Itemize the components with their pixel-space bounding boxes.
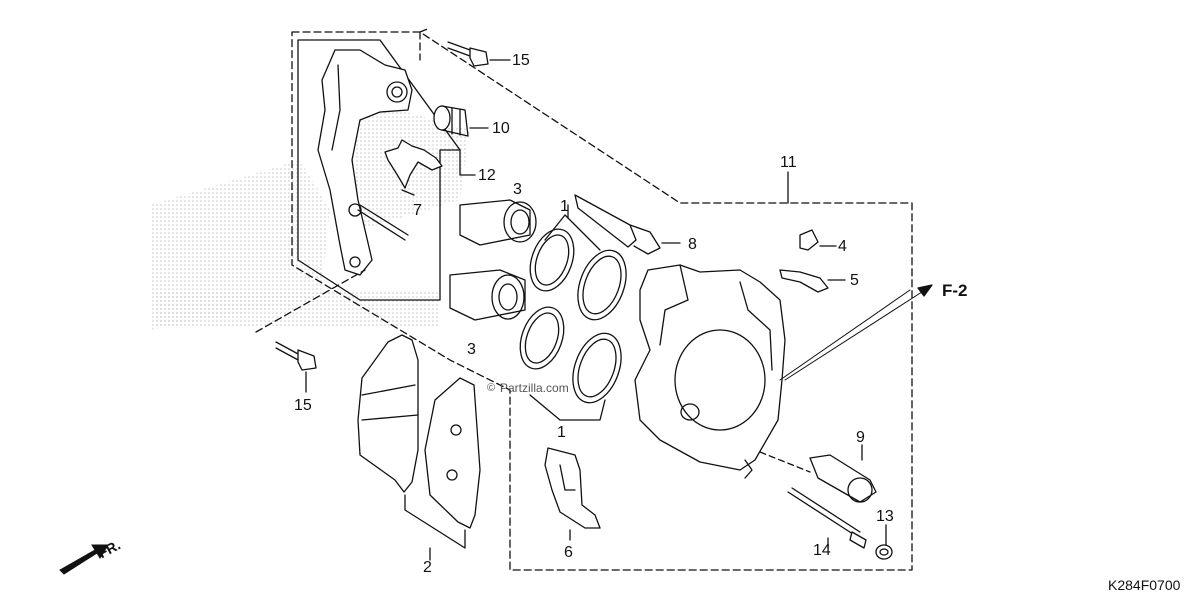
callout-15-bottom: 15 bbox=[294, 397, 312, 414]
callout-9: 9 bbox=[856, 429, 865, 446]
slide-pin-8 bbox=[574, 194, 681, 255]
bleeder-4 bbox=[799, 229, 837, 251]
pin-9 bbox=[759, 451, 877, 503]
assembly-outline-dashed-2 bbox=[419, 27, 431, 61]
callout-8: 8 bbox=[688, 236, 697, 253]
piston-3-top bbox=[459, 199, 537, 246]
background-logo-stipple bbox=[150, 90, 470, 330]
pad-spring-6 bbox=[544, 447, 601, 541]
assembly-outline-dashed bbox=[291, 31, 913, 571]
callout-10: 10 bbox=[492, 120, 510, 137]
callout-7: 7 bbox=[413, 202, 422, 219]
bracket-subassembly-box bbox=[297, 39, 461, 301]
caliper-body bbox=[634, 264, 911, 479]
callout-6: 6 bbox=[564, 544, 573, 561]
pad-spring-7 bbox=[384, 139, 443, 196]
bolt-15-bottom bbox=[255, 269, 366, 393]
brake-pad-2-front bbox=[357, 334, 419, 493]
callout-3-top: 3 bbox=[513, 181, 522, 198]
pin-14 bbox=[787, 487, 867, 549]
watermark-copyright-symbol: © bbox=[487, 382, 496, 394]
callout-2: 2 bbox=[423, 559, 432, 576]
callout-4: 4 bbox=[838, 238, 847, 255]
brake-pad-2-rear bbox=[404, 377, 481, 549]
piston-3-bottom bbox=[449, 269, 526, 321]
callout-14: 14 bbox=[813, 542, 831, 559]
callout-13: 13 bbox=[876, 508, 894, 525]
callout-11: 11 bbox=[780, 154, 797, 171]
f2-arrow bbox=[784, 284, 933, 381]
seals-1-bottom bbox=[519, 204, 622, 421]
cap-5 bbox=[779, 269, 846, 293]
caliper-bracket bbox=[317, 49, 413, 276]
diagram-code: K284F0700 bbox=[1108, 577, 1181, 593]
callout-5: 5 bbox=[850, 272, 859, 289]
nut-13 bbox=[875, 544, 893, 560]
callout-3-bottom: 3 bbox=[467, 341, 476, 358]
boot-10 bbox=[433, 105, 489, 137]
leader-12 bbox=[459, 149, 476, 176]
callout-1-bottom: 1 bbox=[557, 424, 566, 441]
watermark-text: Partzilla.com bbox=[500, 381, 569, 395]
reference-label-f2: F-2 bbox=[942, 281, 968, 300]
seals-1-top bbox=[529, 214, 627, 321]
callout-1-top: 1 bbox=[560, 198, 569, 215]
front-direction-arrow bbox=[59, 544, 109, 575]
callout-15-top: 15 bbox=[512, 52, 530, 69]
callout-12: 12 bbox=[478, 167, 496, 184]
bolt-15-top bbox=[447, 41, 511, 67]
